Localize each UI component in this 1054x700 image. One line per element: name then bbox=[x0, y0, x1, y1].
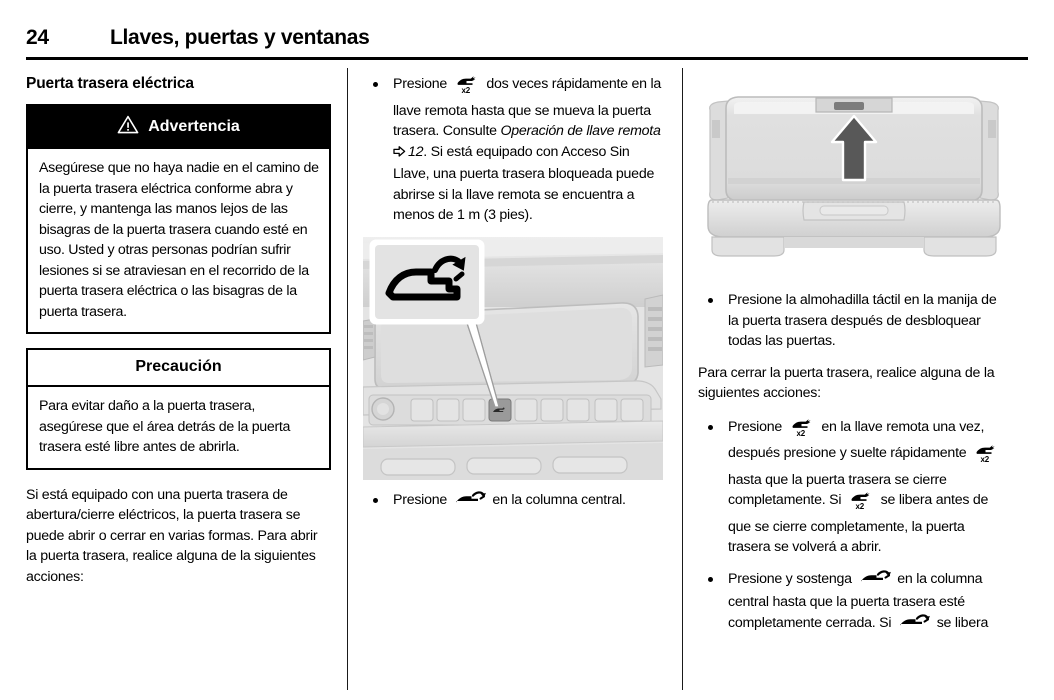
col3-bullet1-text: Presione la almohadilla táctil en la man… bbox=[728, 292, 997, 349]
touchpad-action-list: Presione la almohadilla táctil en la man… bbox=[698, 290, 1010, 352]
col3-bullet2-seg3: hasta que la puerta trasera se cierre co… bbox=[728, 471, 947, 509]
open-actions-list: Presione x2 dos veces rápidamente en la … bbox=[363, 74, 665, 226]
caution-heading-label: Precaución bbox=[28, 350, 329, 387]
page-ref-number: 12 bbox=[408, 143, 424, 160]
caution-body-text: Para evitar daño a la puerta trasera, as… bbox=[39, 398, 291, 455]
center-stack-liftgate-button-photo bbox=[363, 236, 665, 480]
col3-bullet2-seg4: se libera antes de que se cierre complet… bbox=[728, 492, 989, 555]
liftgate-x2-icon: x2 bbox=[972, 443, 1000, 470]
col3-bullet3-seg3: se libera bbox=[936, 614, 989, 631]
liftgate-open-icon bbox=[858, 569, 892, 593]
list-item: Presione y sostenga en la columna centra… bbox=[698, 569, 1010, 637]
section-title: Puerta trasera eléctrica bbox=[26, 75, 194, 92]
column-left: Puerta trasera eléctrica Advertencia Ase… bbox=[26, 74, 331, 600]
page-number: 24 bbox=[26, 26, 49, 49]
liftgate-open-icon bbox=[897, 613, 931, 637]
bullet1-text-tail: . Si está equipado con Acceso Sin Llave,… bbox=[393, 143, 655, 224]
column-divider-1 bbox=[347, 68, 348, 690]
column-divider-2 bbox=[682, 68, 683, 690]
liftgate-open-icon-large bbox=[385, 255, 466, 300]
open-actions-list-2: Presione en la columna central. bbox=[363, 490, 665, 514]
bullet1-text-before: Presione bbox=[393, 76, 447, 92]
tailgate-touchpad-photo bbox=[698, 80, 1010, 280]
list-item: Presione en la columna central. bbox=[363, 490, 665, 514]
col3-bullet2-seg2: en la llave remota una vez, después pres… bbox=[728, 418, 985, 462]
warning-heading-label: Advertencia bbox=[148, 118, 240, 135]
header-divider-rule bbox=[26, 57, 1028, 60]
column-middle: Presione x2 dos veces rápidamente en la … bbox=[363, 74, 665, 524]
close-intro-paragraph: Para cerrar la puerta trasera, realice a… bbox=[698, 364, 995, 402]
bullet2-text-before: Presione bbox=[393, 491, 447, 508]
liftgate-x2-icon: x2 bbox=[453, 74, 481, 101]
warning-header: Advertencia bbox=[28, 106, 329, 149]
page-header: 24 Llaves, puertas y ventanas bbox=[26, 26, 1028, 56]
col3-bullet2-seg1: Presione bbox=[728, 418, 782, 435]
warning-triangle-icon bbox=[117, 115, 139, 139]
caution-box: Precaución Para evitar daño a la puerta … bbox=[26, 348, 331, 470]
page-title: Llaves, puertas y ventanas bbox=[110, 26, 370, 49]
bullet1-italic-ref: Operación de llave remota bbox=[500, 123, 661, 139]
warning-body-text: Asegúrese que no haya nadie en el camino… bbox=[39, 160, 319, 320]
intro-paragraph: Si está equipado con una puerta trasera … bbox=[26, 486, 318, 585]
list-item: Presione x2 dos veces rápidamente en la … bbox=[363, 74, 665, 226]
bullet2-text-after: en la columna central. bbox=[492, 491, 626, 508]
svg-text:x2: x2 bbox=[796, 429, 805, 437]
column-right: Presione la almohadilla táctil en la man… bbox=[698, 74, 1010, 647]
liftgate-x2-icon: x2 bbox=[788, 417, 816, 444]
list-item: Presione la almohadilla táctil en la man… bbox=[698, 290, 1010, 352]
page-ref-arrow-icon bbox=[393, 144, 406, 165]
svg-text:x2: x2 bbox=[461, 86, 470, 94]
list-item: Presione x2 en la llave remota una vez, … bbox=[698, 417, 1010, 558]
svg-text:x2: x2 bbox=[981, 455, 990, 463]
close-actions-list: Presione x2 en la llave remota una vez, … bbox=[698, 417, 1010, 637]
col3-bullet3-seg1: Presione y sostenga bbox=[728, 570, 852, 587]
bullet1-text-after: dos veces rápidamente en la llave remota… bbox=[393, 76, 662, 139]
svg-text:x2: x2 bbox=[855, 502, 864, 510]
liftgate-open-icon bbox=[453, 490, 487, 514]
col3-bullet3-seg2: en la columna central hasta que la puert… bbox=[728, 570, 983, 631]
liftgate-x2-icon: x2 bbox=[847, 490, 875, 517]
warning-box: Advertencia Asegúrese que no haya nadie … bbox=[26, 104, 331, 334]
up-arrow-icon bbox=[830, 114, 878, 182]
